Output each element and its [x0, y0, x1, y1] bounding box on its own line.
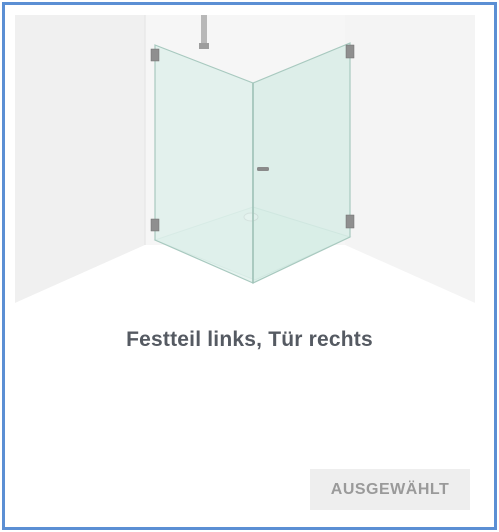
- option-title: Festteil links, Tür rechts: [126, 328, 373, 351]
- selected-button[interactable]: AUSGEWÄHLT: [310, 469, 470, 510]
- shower-illustration: [15, 15, 475, 315]
